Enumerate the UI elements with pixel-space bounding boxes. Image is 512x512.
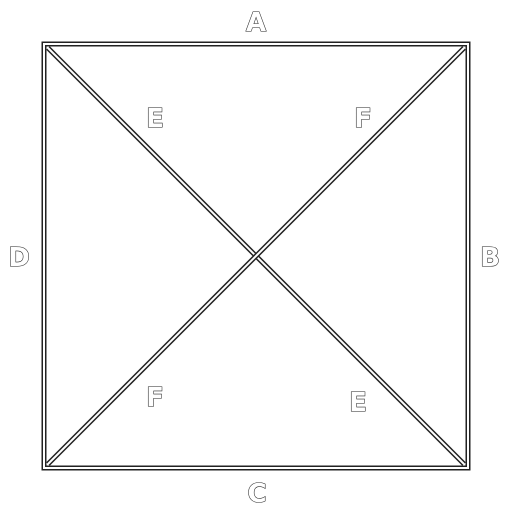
diagonal-tr-bl	[46, 46, 466, 466]
square-border	[41, 41, 471, 471]
label-diagonal-top-left: E	[146, 104, 164, 134]
label-diagonal-top-right: F	[354, 104, 372, 134]
label-right: B	[480, 243, 500, 273]
label-top: A	[246, 8, 266, 38]
label-bottom: C	[247, 479, 266, 509]
label-diagonal-bottom-right: E	[349, 388, 367, 418]
label-diagonal-bottom-left: F	[146, 383, 164, 413]
label-left: D	[8, 243, 30, 273]
